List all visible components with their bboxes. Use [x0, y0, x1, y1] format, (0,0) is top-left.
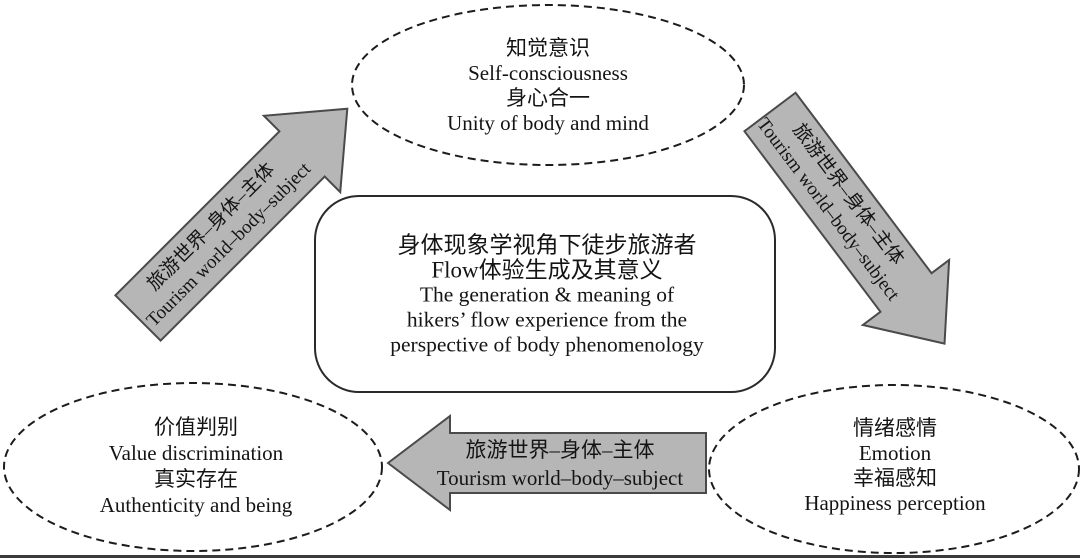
node-top-ellipse	[351, 4, 745, 166]
arrow-left	[386, 413, 707, 513]
arrow-left-label-zh: 旅游世界–身体–主体	[465, 438, 655, 462]
bottom-edge-bar	[0, 555, 1080, 558]
node-br-line-en-2: Happiness perception	[804, 491, 986, 515]
center-box-line-5: perspective of body phenomenology	[390, 332, 704, 357]
node-br-line-en-1: Emotion	[858, 441, 932, 465]
center-box-line-4: hikers’ flow experience from the	[406, 307, 688, 332]
node-bottom-right-ellipse	[708, 384, 1080, 554]
center-box-text: 身体现象学视角下徒步旅游者 Flow体验生成及其意义 The generatio…	[390, 233, 703, 358]
center-box-line-1: 身体现象学视角下徒步旅游者	[397, 232, 697, 258]
node-top-line-en-1: Self-consciousness	[468, 61, 628, 85]
arrow-left-label: 旅游世界–身体–主体 Tourism world–body–subject	[437, 436, 683, 492]
node-top-line-zh-1: 知觉意识	[505, 36, 590, 60]
node-top-line-en-2: Unity of body and mind	[447, 111, 649, 135]
node-bl-line-zh-2: 真实存在	[154, 467, 238, 491]
center-box	[314, 195, 776, 393]
arrow-left-label-en: Tourism world–body–subject	[436, 466, 684, 490]
arrow-up-right	[113, 107, 349, 343]
node-bottom-left-ellipse	[3, 382, 383, 552]
node-bl-line-zh-1: 价值判别	[154, 415, 238, 439]
node-br-line-zh-2: 幸福感知	[853, 466, 937, 490]
center-box-line-3: The generation & meaning of	[419, 282, 675, 307]
node-top-text: 知觉意识 Self-consciousness 身心合一 Unity of bo…	[447, 36, 649, 136]
node-br-line-zh-1: 情绪感情	[853, 416, 937, 440]
center-box-line-2: Flow体验生成及其意义	[431, 257, 663, 283]
node-bottom-left-text: 价值判别 Value discrimination 真实存在 Authentic…	[100, 414, 292, 518]
node-top-line-zh-2: 身心合一	[505, 86, 590, 110]
node-bl-line-en-2: Authenticity and being	[99, 493, 293, 517]
node-bl-line-en-1: Value discrimination	[108, 441, 284, 465]
node-bottom-right-text: 情绪感情 Emotion 幸福感知 Happiness perception	[804, 416, 985, 516]
arrow-down-right	[743, 91, 951, 345]
